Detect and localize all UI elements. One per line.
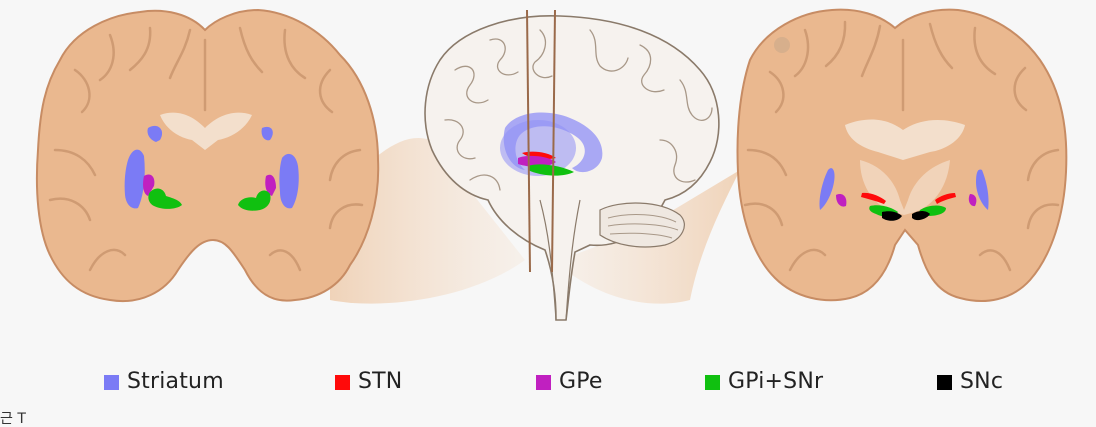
right-section-snc-right xyxy=(912,211,930,221)
left-section-gpi-left xyxy=(148,188,182,209)
legend-label-gpe: GPe xyxy=(559,369,603,394)
section-line-1 xyxy=(526,9,531,273)
legend-label-gpi-snr: GPi+SNr xyxy=(728,369,824,394)
right-section-striatum-right xyxy=(976,169,989,210)
legend-swatch-gpi-snr xyxy=(705,374,720,390)
right-section-stn-left xyxy=(861,192,886,204)
right-section-snc-left xyxy=(882,211,902,221)
legend-label-striatum: Striatum xyxy=(127,369,224,394)
left-section-striatum-right xyxy=(261,126,273,141)
basal-ganglia-illustration xyxy=(35,8,1068,321)
legend-swatch-snc xyxy=(937,374,952,390)
left-section-gpe-left xyxy=(143,174,155,196)
center-stn xyxy=(522,151,556,160)
right-section-stn-right xyxy=(935,193,956,204)
right-section-gpe-right xyxy=(968,194,977,207)
legend-label-snc: SNc xyxy=(960,369,1004,394)
center-gpe xyxy=(518,155,556,167)
legend-swatch-gpe xyxy=(536,374,551,390)
right-coronal-section xyxy=(736,8,1068,302)
brain-outline xyxy=(424,15,720,321)
legend-swatch-stn xyxy=(335,374,350,390)
left-section-tissue xyxy=(35,8,380,302)
left-section-striatum-left xyxy=(147,125,163,142)
legend-item-gpe: GPe xyxy=(536,362,603,402)
left-section-putamen-right xyxy=(279,153,299,209)
legend-item-striatum: Striatum xyxy=(104,362,224,402)
left-coronal-section xyxy=(35,8,380,302)
legend-item-snc: SNc xyxy=(937,362,1003,402)
right-section-striatum-left xyxy=(819,168,835,210)
left-section-gpi-right xyxy=(238,190,271,211)
legend-label-stn: STN xyxy=(358,369,403,394)
left-section-putamen-left xyxy=(124,149,145,209)
left-section-gpe-right xyxy=(265,174,276,196)
center-sagittal-brain xyxy=(424,9,720,321)
caption-fragment: 근 T xyxy=(0,411,26,427)
center-gpi xyxy=(528,164,574,176)
legend-swatch-striatum xyxy=(104,374,119,390)
legend: Striatum STN GPe GPi+SNr SNc xyxy=(0,362,1096,402)
right-section-gpe-left xyxy=(836,194,847,207)
section-line-2 xyxy=(551,9,556,273)
legend-item-stn: STN xyxy=(335,362,402,402)
legend-item-gpi-snr: GPi+SNr xyxy=(705,362,823,402)
